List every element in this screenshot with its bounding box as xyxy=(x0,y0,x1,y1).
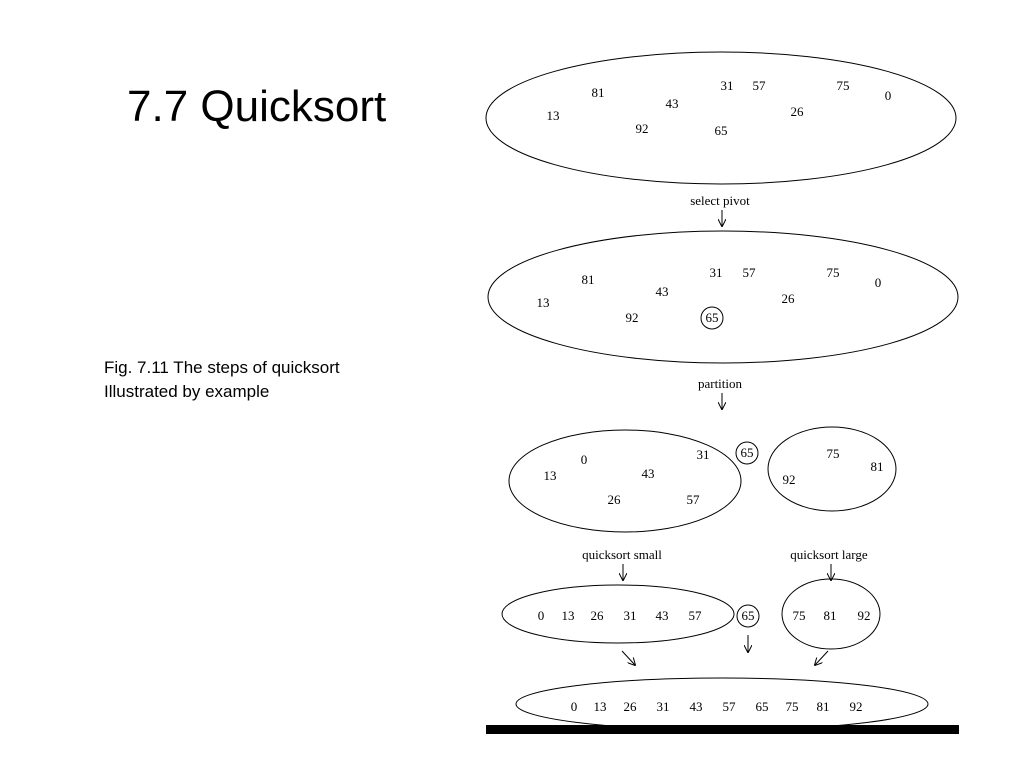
set-value: 75 xyxy=(827,446,840,461)
set-value: 26 xyxy=(791,104,805,119)
pivot-value: 65 xyxy=(741,445,754,460)
set-value: 0 xyxy=(875,275,882,290)
partition-label: partition xyxy=(698,376,743,391)
set-value: 31 xyxy=(721,78,734,93)
quicksort-small-label: quicksort small xyxy=(582,547,662,562)
set-value: 75 xyxy=(827,265,840,280)
set-value: 43 xyxy=(690,699,703,714)
diagonal-arrow-icon xyxy=(621,650,635,665)
slide-title: 7.7 Quicksort xyxy=(127,82,387,131)
set-value: 92 xyxy=(858,608,871,623)
set-value: 13 xyxy=(562,608,575,623)
pivot-circle xyxy=(700,306,724,330)
set-value: 13 xyxy=(594,699,607,714)
set-value: 81 xyxy=(824,608,837,623)
diagonal-arrow-icon xyxy=(815,650,829,665)
set-value: 81 xyxy=(817,699,830,714)
set-value: 13 xyxy=(537,295,550,310)
set-value: 81 xyxy=(592,85,605,100)
set-value: 26 xyxy=(624,699,638,714)
set-value: 92 xyxy=(850,699,863,714)
pivot-value: 65 xyxy=(742,608,755,623)
sorted-large-ellipse xyxy=(781,578,881,650)
set-value: 26 xyxy=(608,492,622,507)
pivot-circle xyxy=(736,604,760,628)
set-value: 13 xyxy=(547,108,560,123)
set-value: 57 xyxy=(687,492,701,507)
set-value: 92 xyxy=(626,310,639,325)
set-value: 75 xyxy=(837,78,850,93)
quicksort-large-label: quicksort large xyxy=(790,547,868,562)
set-value: 43 xyxy=(656,284,669,299)
set-value: 81 xyxy=(582,272,595,287)
small-partition-ellipse xyxy=(508,429,742,533)
set-value: 75 xyxy=(793,608,806,623)
set-value: 13 xyxy=(544,468,557,483)
set-value: 31 xyxy=(624,608,637,623)
set-value: 92 xyxy=(783,472,796,487)
figure-caption: Fig. 7.11 The steps of quicksort Illustr… xyxy=(104,356,340,404)
set-value: 31 xyxy=(697,447,710,462)
set-value: 57 xyxy=(753,78,767,93)
set-value: 57 xyxy=(743,265,757,280)
set-value: 26 xyxy=(782,291,796,306)
pivot-value: 65 xyxy=(706,310,719,325)
initial-set-ellipse xyxy=(485,51,957,185)
set-value: 75 xyxy=(786,699,799,714)
set-value: 43 xyxy=(656,608,669,623)
set-value: 0 xyxy=(885,88,892,103)
set-value: 0 xyxy=(538,608,545,623)
set-value: 26 xyxy=(591,608,605,623)
set-value: 43 xyxy=(666,96,679,111)
set-value: 57 xyxy=(723,699,737,714)
set-value: 65 xyxy=(715,123,728,138)
set-value: 57 xyxy=(689,608,703,623)
set-value: 43 xyxy=(642,466,655,481)
bottom-bar xyxy=(486,725,959,734)
set-value: 31 xyxy=(710,265,723,280)
set-value: 65 xyxy=(756,699,769,714)
set-value: 0 xyxy=(581,452,588,467)
caption-line-2: Illustrated by example xyxy=(104,382,270,401)
select-pivot-label: select pivot xyxy=(690,193,750,208)
pivot-set-ellipse xyxy=(487,230,959,364)
caption-line-1: Fig. 7.11 The steps of quicksort xyxy=(104,358,340,377)
set-value: 31 xyxy=(657,699,670,714)
set-value: 92 xyxy=(636,121,649,136)
set-value: 81 xyxy=(871,459,884,474)
set-value: 0 xyxy=(571,699,578,714)
large-partition-ellipse xyxy=(767,426,897,512)
sorted-small-ellipse xyxy=(501,584,735,644)
pivot-circle xyxy=(735,441,759,465)
